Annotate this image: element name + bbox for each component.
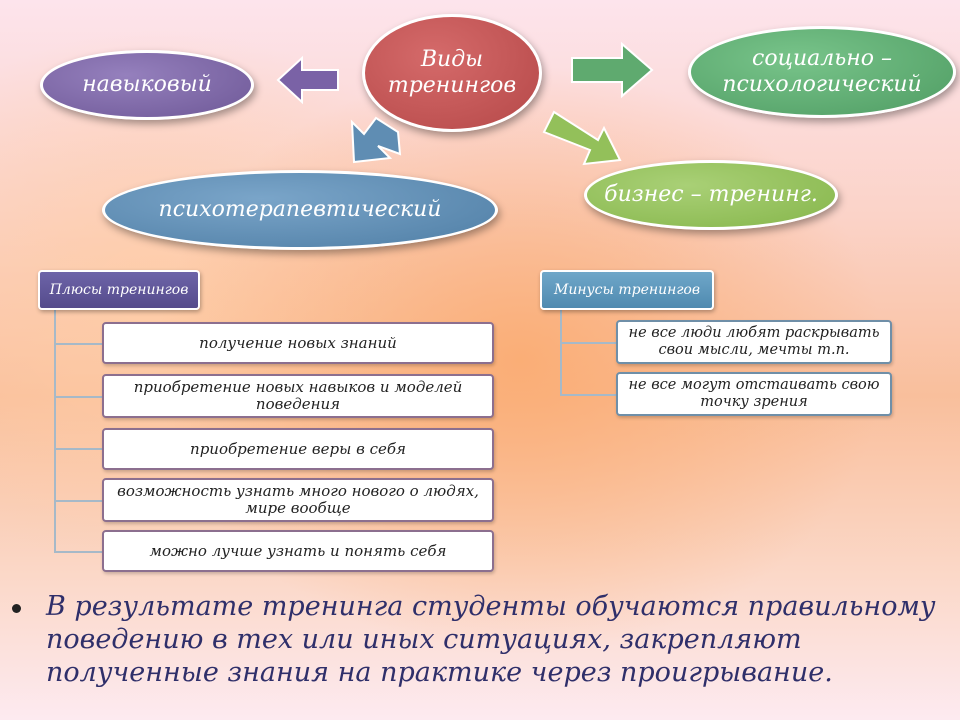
cons-item: не все могут отстаивать свою точку зрени… xyxy=(616,372,892,416)
arrow-right-icon xyxy=(571,41,654,99)
conclusion-text: В результате тренинга студенты обучаются… xyxy=(46,591,936,688)
type-node-skills: навыковый xyxy=(40,50,254,120)
arrows-layer xyxy=(276,41,654,166)
cons-connector xyxy=(560,394,618,396)
center-node: Виды тренингов xyxy=(362,14,542,132)
pros-item: получение новых знаний xyxy=(102,322,494,364)
pros-item: возможность узнать много нового о людях,… xyxy=(102,478,494,522)
pros-connector xyxy=(54,343,104,345)
pros-item: можно лучше узнать и понять себя xyxy=(102,530,494,572)
arrow-down-right-icon xyxy=(542,110,622,166)
cons-item: не все люди любят раскрывать свои мысли,… xyxy=(616,320,892,364)
pros-header: Плюсы тренингов xyxy=(38,270,200,310)
cons-tree-line xyxy=(560,308,562,396)
arrow-left-icon xyxy=(276,55,339,105)
pros-connector xyxy=(54,448,104,450)
bullet-icon xyxy=(12,604,21,613)
cons-connector xyxy=(560,342,618,344)
pros-tree-line xyxy=(54,308,56,552)
type-node-business: бизнес – тренинг. xyxy=(584,160,838,230)
pros-item: приобретение веры в себя xyxy=(102,428,494,470)
pros-connector xyxy=(54,551,104,553)
pros-connector xyxy=(54,396,104,398)
cons-header: Минусы тренингов xyxy=(540,270,714,310)
type-node-socio-psych: социально – психологический xyxy=(688,26,956,118)
pros-item: приобретение новых навыков и моделей пов… xyxy=(102,374,494,418)
pros-connector xyxy=(54,500,104,502)
type-node-psychotherapy: психотерапевтический xyxy=(102,170,498,250)
arrow-down-left-icon xyxy=(350,116,402,164)
